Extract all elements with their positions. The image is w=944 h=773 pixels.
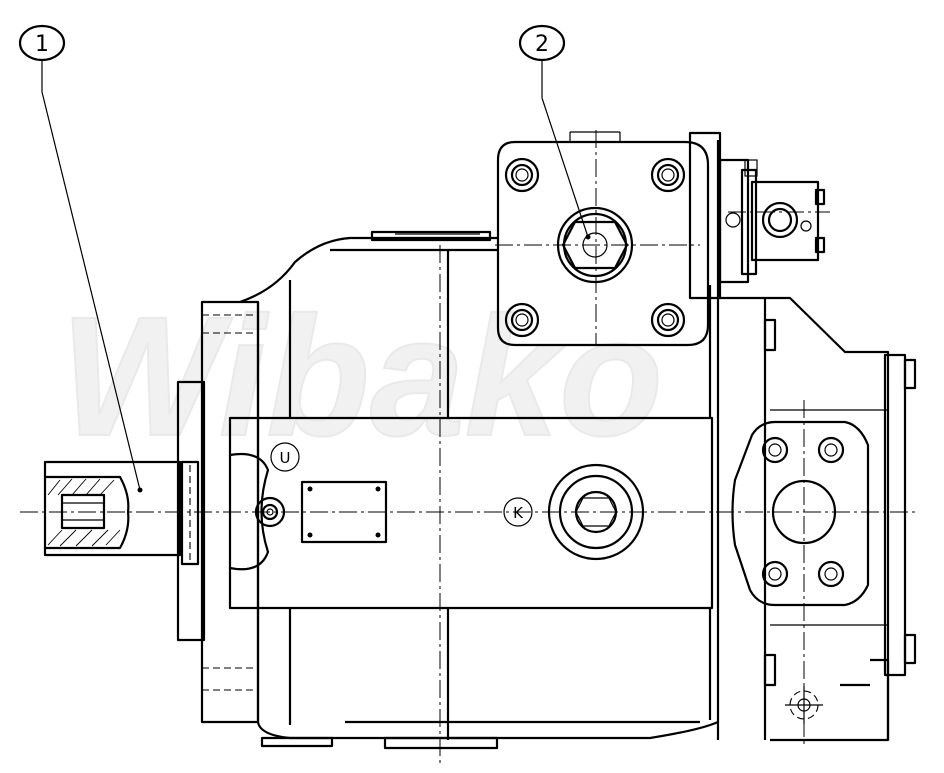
top-flange-port: [496, 131, 722, 347]
centerlines: [20, 130, 915, 765]
callout-1-label: 1: [35, 32, 49, 57]
main-housing: [239, 140, 720, 750]
port-k: K: [503, 497, 533, 527]
drive-shaft: [43, 460, 182, 557]
watermark-text: Wibako: [60, 282, 663, 472]
flange-bolts: [504, 157, 686, 338]
control-valve: [718, 158, 826, 284]
callout-1: 1: [18, 24, 143, 493]
center-plate: [228, 416, 714, 610]
port-u-label: U: [280, 449, 291, 467]
callout-2-label: 2: [535, 32, 549, 57]
port-u: U: [270, 442, 300, 472]
end-cap: [718, 296, 917, 742]
callout-2: 2: [518, 24, 591, 240]
port-k-label: K: [513, 504, 524, 522]
